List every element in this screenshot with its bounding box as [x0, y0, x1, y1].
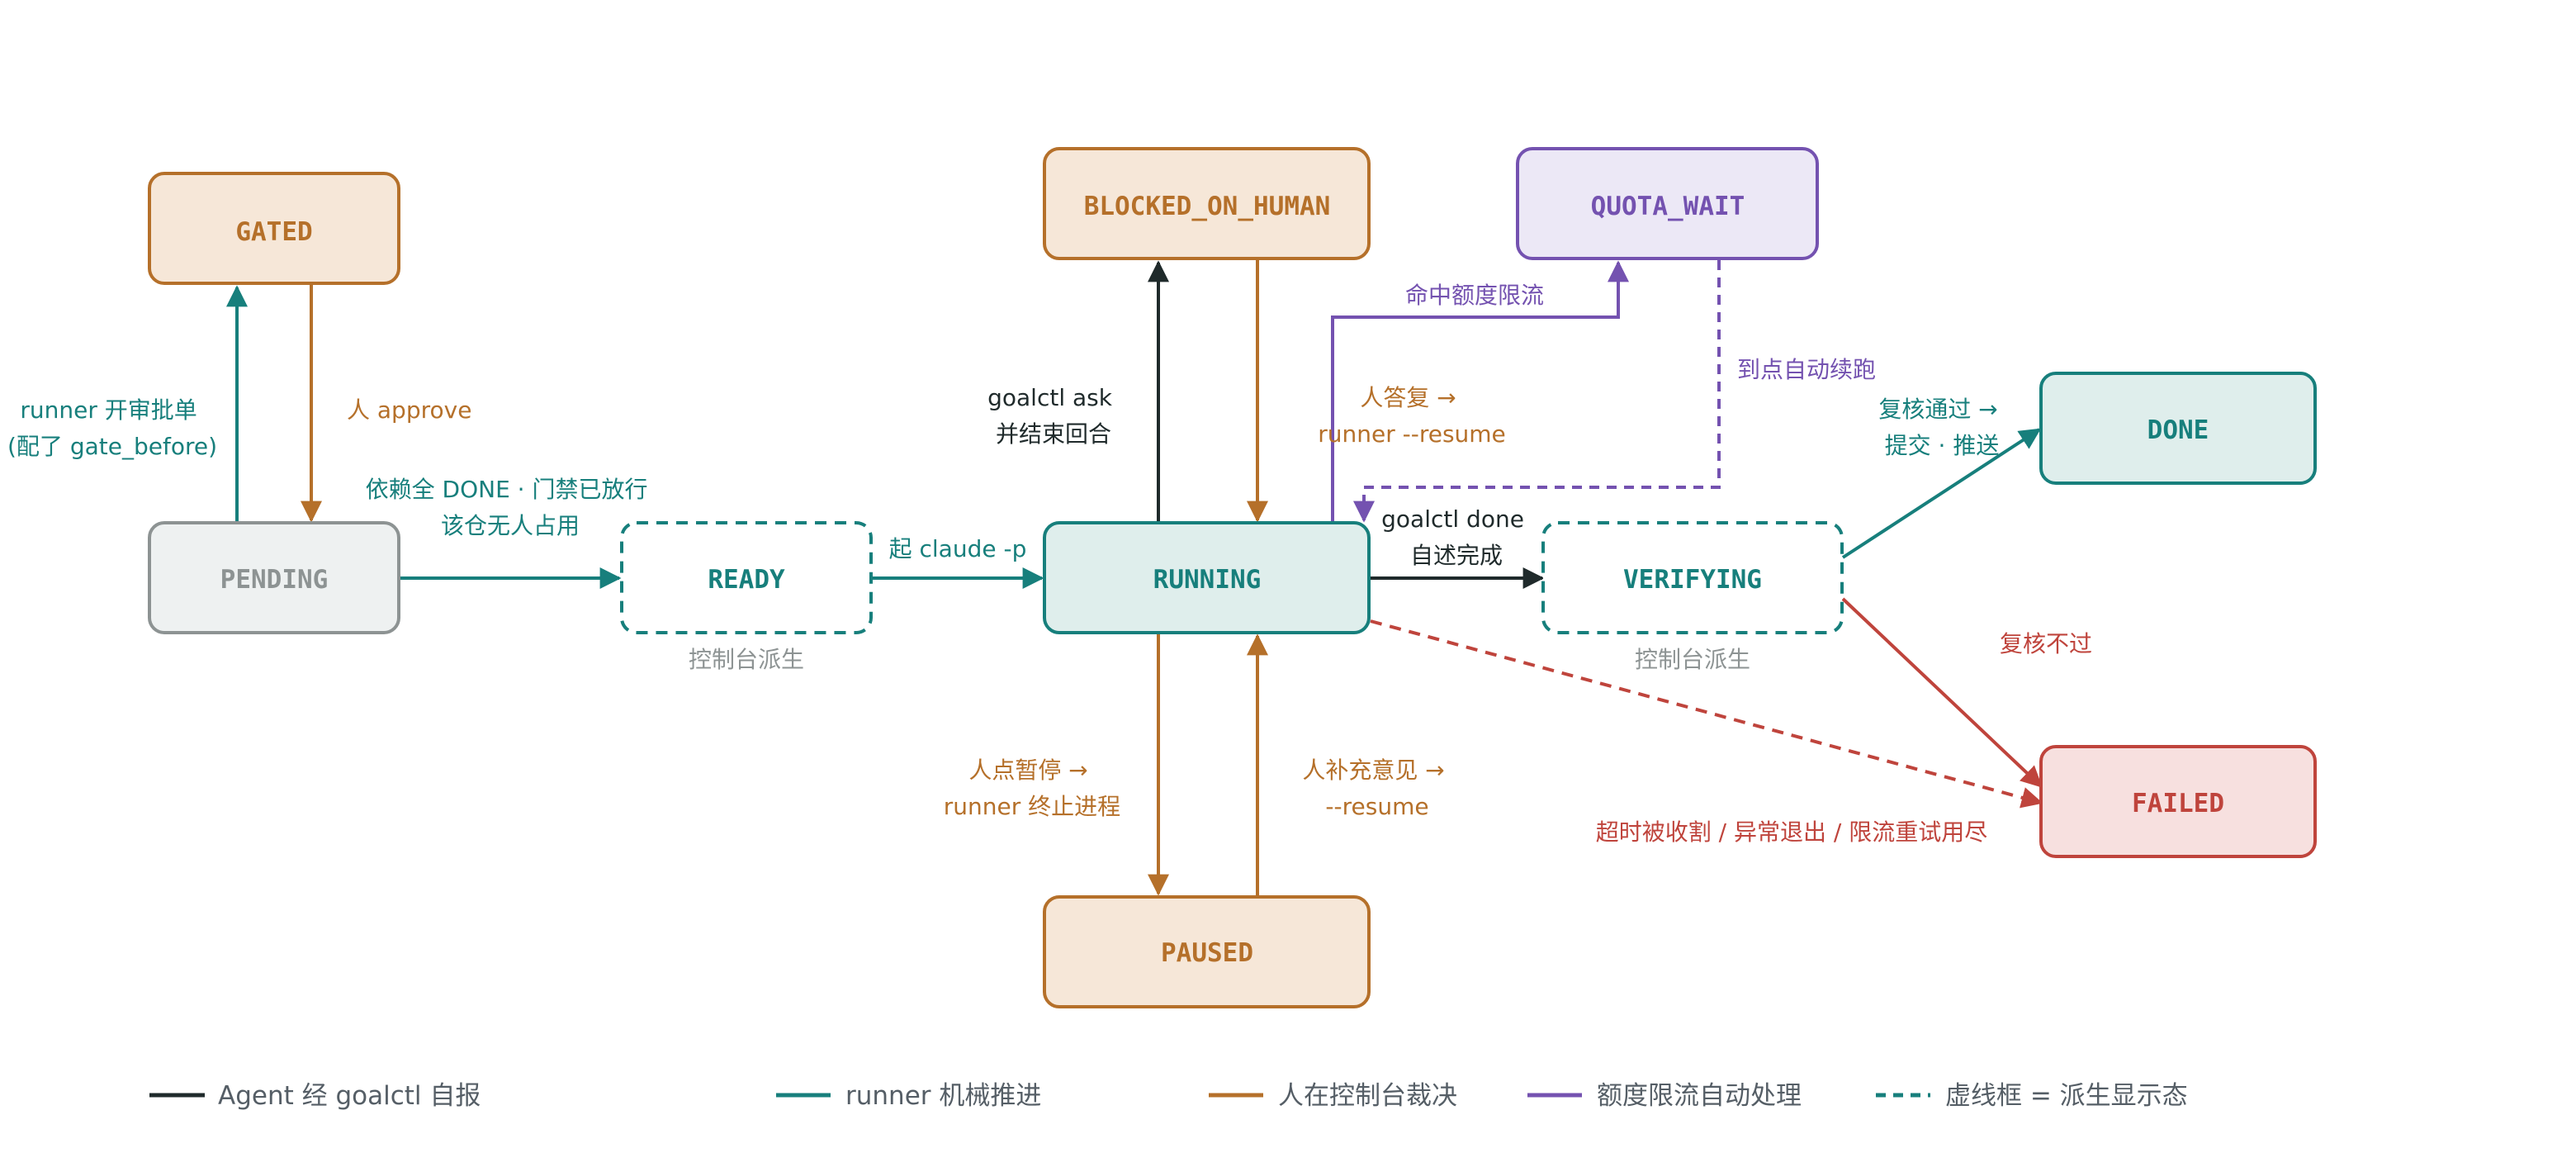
legend-item-runner: runner 机械推进 — [776, 1081, 1041, 1111]
state-quota-wait: QUOTA_WAIT — [1516, 147, 1819, 260]
state-paused: PAUSED — [1043, 895, 1371, 1008]
label-pending-to-ready: 依赖全 DONE · 门禁已放行 该仓无人占用 — [366, 476, 656, 539]
label-running-to-verifying: goalctl done 自述完成 — [1381, 505, 1532, 569]
state-label-quota-wait: QUOTA_WAIT — [1591, 192, 1745, 221]
state-label-verifying: VERIFYING — [1623, 565, 1762, 595]
legend-label-agent: Agent 经 goalctl 自报 — [218, 1081, 481, 1111]
label-line: 复核通过 → — [1878, 396, 1997, 423]
legend-label-runner: runner 机械推进 — [845, 1081, 1041, 1111]
label-line: 自述完成 — [1410, 542, 1503, 569]
state-running: RUNNING — [1043, 521, 1371, 634]
state-label-gated: GATED — [235, 217, 312, 247]
label-line: (配了 gate_before) — [7, 433, 217, 460]
label-line: 到点自动续跑 — [1737, 356, 1876, 383]
label-paused-to-running: 人补充意见 → --resume — [1302, 757, 1451, 820]
label-line: 复核不过 — [2000, 630, 2092, 657]
label-gated-to-pending: 人 approve — [347, 396, 471, 424]
edge-labels: runner 开审批单 (配了 gate_before) 人 approve 依… — [7, 282, 2092, 846]
verifying-derived-note: 控制台派生 — [1635, 646, 1750, 673]
label-line: goalctl ask — [987, 384, 1113, 411]
label-line: 依赖全 DONE · 门禁已放行 — [366, 476, 648, 503]
edge-verifying-to-failed — [1841, 597, 2043, 788]
state-label-failed: FAILED — [2132, 789, 2224, 818]
state-label-done: DONE — [2147, 415, 2209, 445]
state-blocked-on-human: BLOCKED_ON_HUMAN — [1043, 147, 1371, 260]
label-line: --resume — [1325, 793, 1428, 820]
legend-label-human: 人在控制台裁决 — [1278, 1081, 1457, 1111]
legend-label-quota: 额度限流自动处理 — [1597, 1081, 1802, 1111]
label-line: 人补充意见 → — [1302, 757, 1444, 784]
legend-item-human: 人在控制台裁决 — [1209, 1081, 1457, 1111]
label-line: 人 approve — [347, 396, 471, 424]
edge-quota-to-running — [1353, 260, 1721, 523]
label-pending-to-gated: runner 开审批单 (配了 gate_before) — [7, 396, 217, 460]
label-line: runner 开审批单 — [20, 396, 197, 424]
label-line: 并结束回合 — [996, 420, 1111, 448]
label-line: goalctl done — [1381, 505, 1524, 533]
label-running-to-failed: 超时被收割 / 异常退出 / 限流重试用尽 — [1596, 818, 1987, 846]
label-line: runner 终止进程 — [944, 793, 1120, 820]
legend-label-derived: 虚线框 = 派生显示态 — [1945, 1081, 2188, 1111]
state-pending: PENDING — [148, 521, 400, 634]
edge-running-to-failed — [1370, 619, 2043, 809]
edge-verifying-to-done — [1841, 428, 2042, 559]
transitions — [226, 260, 2043, 896]
label-verifying-to-failed: 复核不过 — [2000, 630, 2092, 657]
label-line: 人答复 → — [1360, 384, 1456, 411]
state-label-blocked: BLOCKED_ON_HUMAN — [1084, 192, 1331, 221]
label-line: 人点暂停 → — [968, 757, 1087, 784]
state-failed: FAILED — [2039, 745, 2317, 858]
state-label-pending: PENDING — [220, 565, 329, 595]
state-gated: GATED — [148, 172, 400, 285]
states: GATED PENDING READY RUNNING BLOCKED_ON_H… — [148, 147, 2317, 1008]
edge-running-to-quota — [1331, 260, 1629, 522]
label-running-to-paused: 人点暂停 → runner 终止进程 — [944, 757, 1120, 820]
state-verifying: VERIFYING — [1541, 521, 1844, 634]
state-label-running: RUNNING — [1153, 565, 1262, 595]
label-line: 该仓无人占用 — [441, 512, 580, 539]
legend: Agent 经 goalctl 自报 runner 机械推进 人在控制台裁决 额… — [149, 1081, 2188, 1111]
label-running-to-quota: 命中额度限流 — [1405, 282, 1544, 309]
legend-item-agent: Agent 经 goalctl 自报 — [149, 1081, 481, 1111]
state-done: DONE — [2039, 372, 2317, 485]
label-line: 起 claude -p — [889, 535, 1027, 562]
label-line: runner --resume — [1318, 420, 1506, 448]
label-line: 超时被收割 / 异常退出 / 限流重试用尽 — [1596, 818, 1987, 846]
label-quota-to-running: 到点自动续跑 — [1737, 356, 1876, 383]
legend-item-derived: 虚线框 = 派生显示态 — [1876, 1081, 2188, 1111]
legend-item-quota: 额度限流自动处理 — [1527, 1081, 1802, 1111]
label-ready-to-running: 起 claude -p — [889, 535, 1027, 562]
label-verifying-to-done: 复核通过 → 提交 · 推送 — [1878, 396, 2005, 459]
ready-derived-note: 控制台派生 — [689, 646, 804, 673]
state-label-ready: READY — [708, 565, 785, 595]
state-label-paused: PAUSED — [1161, 938, 1253, 968]
label-blocked-to-running: 人答复 → runner --resume — [1318, 384, 1506, 448]
state-ready: READY — [620, 521, 873, 634]
label-line: 命中额度限流 — [1405, 282, 1544, 309]
label-running-to-blocked: goalctl ask 并结束回合 — [987, 384, 1120, 448]
label-line: 提交 · 推送 — [1885, 432, 2000, 459]
